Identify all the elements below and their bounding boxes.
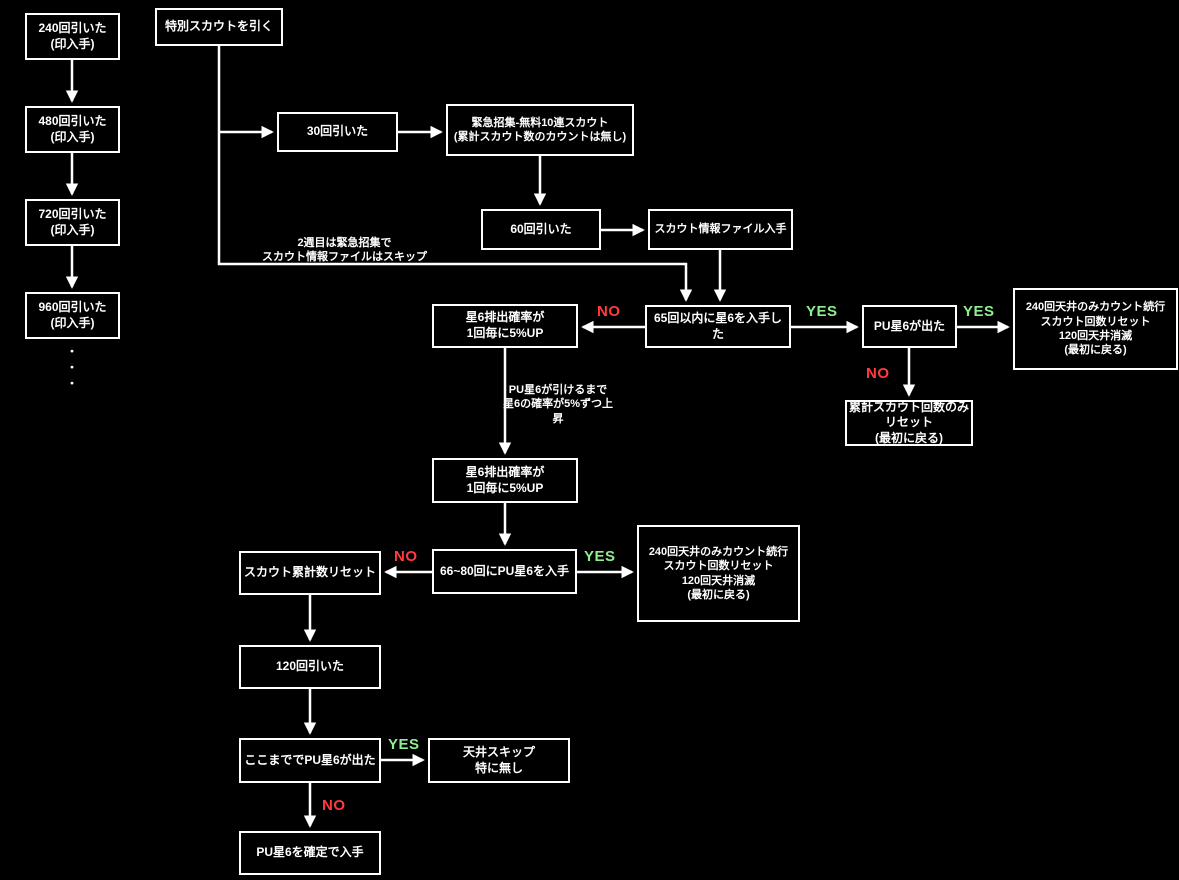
node-start: 特別スカウトを引く (155, 8, 283, 46)
edge-label-yes-puout: YES (963, 303, 995, 320)
node-range-66-80: 66~80回にPU星6を入手 (432, 549, 577, 594)
node-rate-up-1: 星6排出確率が 1回毎に5%UP (432, 304, 578, 348)
node-milestone-480: 480回引いた (印入手) (25, 106, 120, 153)
edge-label-no-within65: NO (597, 303, 621, 320)
edge-label-no-6680: NO (394, 548, 418, 565)
connector-start-bypass-within65 (217, 46, 693, 302)
edge-label-yes-6680: YES (584, 548, 616, 565)
edge-label-yes-within65: YES (806, 303, 838, 320)
node-rate-up-2: 星6排出確率が 1回毎に5%UP (432, 458, 578, 503)
node-pu-out: PU星6が出た (862, 305, 957, 348)
node-within-65: 65回以内に星6を入手した (645, 305, 791, 348)
node-ceiling-reset-2: 240回天井のみカウント続行 スカウト回数リセット 120回天井消滅 (最初に戻… (637, 525, 800, 622)
node-milestone-720: 720回引いた (印入手) (25, 199, 120, 246)
node-milestone-240: 240回引いた (印入手) (25, 13, 120, 60)
node-pulled-60: 60回引いた (481, 209, 601, 250)
node-scout-file: スカウト情報ファイル入手 (648, 209, 793, 250)
milestone-ellipsis: ・ ・ ・ (66, 346, 78, 390)
node-cumulative-reset: 累計スカウト回数のみ リセット (最初に戻る) (845, 400, 973, 446)
node-pulled-30: 30回引いた (277, 112, 398, 152)
node-emergency-recruit: 緊急招集-無料10連スカウト (累計スカウト数のカウントは無し) (446, 104, 634, 156)
node-ceiling-skip: 天井スキップ 特に無し (428, 738, 570, 783)
edge-label-no-pubynow: NO (322, 797, 346, 814)
edge-label-yes-pubynow: YES (388, 736, 420, 753)
note-rate-up: PU星6が引けるまで 星6の確率が5%ずつ上昇 (502, 384, 613, 425)
node-scout-count-reset: スカウト累計数リセット (239, 551, 381, 595)
node-pu-by-now: ここまででPU星6が出た (239, 738, 381, 783)
node-milestone-960: 960回引いた (印入手) (25, 292, 120, 339)
note-week2-skip: 2週目は緊急招集で スカウト情報ファイルはスキップ (262, 237, 427, 264)
node-ceiling-reset-1: 240回天井のみカウント続行 スカウト回数リセット 120回天井消滅 (最初に戻… (1013, 288, 1178, 370)
node-pu-guaranteed: PU星6を確定で入手 (239, 831, 381, 875)
node-pulled-120: 120回引いた (239, 645, 381, 689)
edge-label-no-puout: NO (866, 365, 890, 382)
